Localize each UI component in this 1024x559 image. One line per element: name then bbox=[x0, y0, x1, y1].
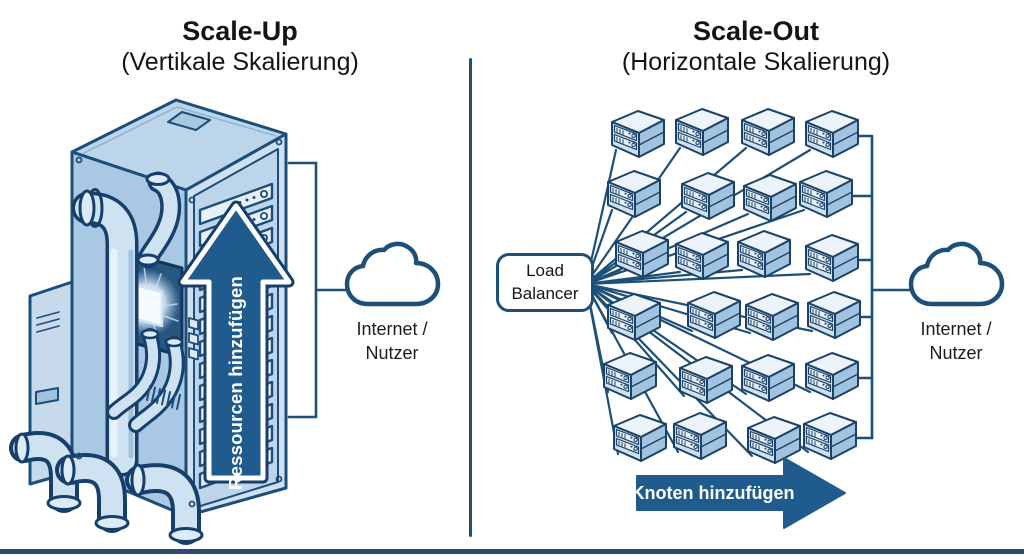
server-rack-illustration bbox=[9, 98, 295, 545]
server-node-icon bbox=[799, 170, 853, 218]
server-node-icon bbox=[805, 110, 859, 158]
server-node-icon bbox=[745, 293, 799, 341]
server-node-icon bbox=[741, 108, 795, 156]
right-panel-subtitle: (Horizontale Skalierung) bbox=[621, 47, 891, 76]
load-balancer-box: Load Balancer bbox=[496, 253, 594, 312]
server-node-icon bbox=[741, 354, 795, 402]
left-panel-title: Scale-Up bbox=[182, 16, 298, 46]
up-arrow-icon bbox=[177, 200, 295, 484]
server-node-icon bbox=[673, 412, 727, 460]
bottom-edge-strip bbox=[0, 549, 1024, 554]
left-panel-subtitle: (Vertikale Skalierung) bbox=[121, 47, 359, 76]
right-cloud-icon bbox=[911, 244, 1002, 304]
server-node-icon bbox=[675, 108, 729, 156]
right-cloud-label: Internet / Nutzer bbox=[920, 319, 992, 364]
right-panel-title: Scale-Out bbox=[692, 16, 820, 46]
server-node-grid bbox=[603, 108, 861, 464]
server-node-icon bbox=[747, 416, 801, 464]
left-cloud-icon bbox=[347, 244, 438, 304]
load-balancer-label: Load Balancer bbox=[511, 261, 579, 303]
server-node-icon bbox=[681, 172, 735, 220]
server-node-icon bbox=[613, 414, 667, 462]
server-node-icon bbox=[611, 110, 665, 158]
left-panel-header: Scale-Up (Vertikale Skalierung) bbox=[38, 16, 442, 77]
left-bracket bbox=[287, 161, 349, 419]
server-node-icon bbox=[805, 234, 859, 282]
server-node-icon bbox=[679, 356, 733, 404]
server-node-icon bbox=[737, 230, 791, 278]
server-node-icon bbox=[743, 174, 797, 222]
right-panel-header: Scale-Out (Horizontale Skalierung) bbox=[554, 16, 958, 77]
network-bus-lines bbox=[848, 134, 916, 440]
left-cloud-label: Internet / Nutzer bbox=[356, 319, 428, 364]
right-arrow-icon bbox=[636, 457, 846, 529]
server-node-icon bbox=[603, 352, 657, 400]
server-node-icon bbox=[607, 170, 661, 218]
resources-arrow-label: Ressourcen hinzufügen bbox=[225, 276, 246, 490]
server-node-icon bbox=[805, 352, 859, 400]
panel-divider bbox=[469, 58, 472, 537]
server-node-icon bbox=[687, 291, 741, 339]
server-node-icon bbox=[803, 412, 857, 460]
server-node-icon bbox=[807, 291, 861, 339]
add-nodes-arrow-label: Knoten hinzufügen bbox=[631, 482, 795, 503]
